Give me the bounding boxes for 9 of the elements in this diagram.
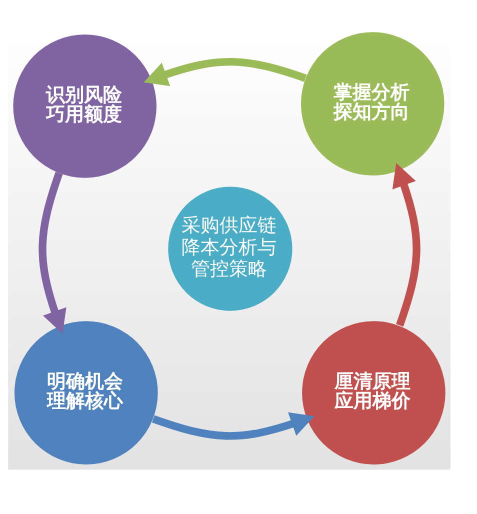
arrow bbox=[152, 412, 314, 440]
node-circle: 掌握分析探知方向 bbox=[300, 32, 444, 175]
arrow bbox=[38, 171, 66, 334]
arrow bbox=[144, 58, 307, 86]
arrow bbox=[392, 162, 420, 326]
node-circle: 厘清原理应用梯价 bbox=[302, 320, 446, 464]
node-circle: 明确机会理解核心 bbox=[14, 320, 158, 464]
node-circle: 识别风险巧用额度 bbox=[13, 34, 157, 178]
node-circle: 采购供应链降本分析与管控策略 bbox=[168, 186, 292, 310]
